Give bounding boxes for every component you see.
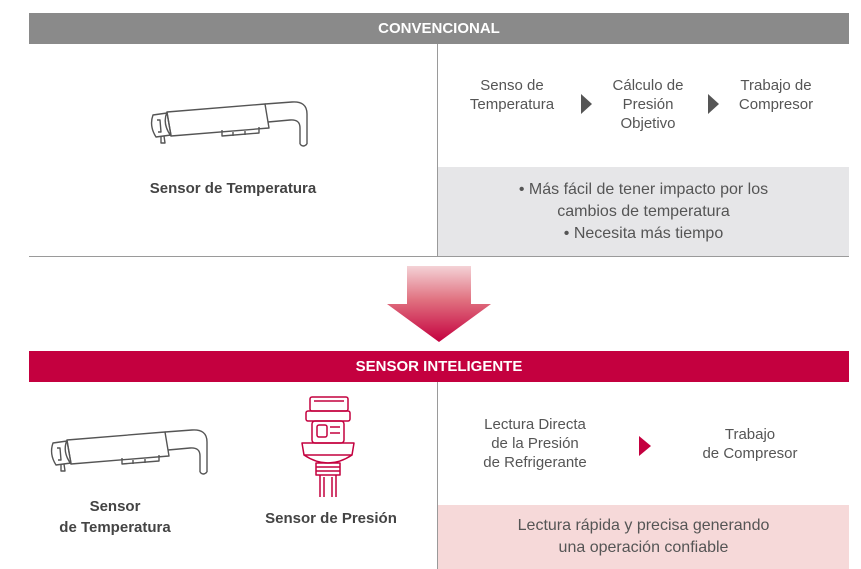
smart-pressure-caption: Sensor de Presión [265, 510, 397, 527]
conventional-notes: • Más fácil de tener impacto por los cam… [438, 167, 849, 256]
step-compressor-work: Trabajo de Compresor [738, 77, 814, 113]
temperature-sensor-icon [50, 429, 208, 475]
pressure-sensor-icon [301, 396, 355, 497]
step-arrow-icon [708, 94, 719, 114]
conventional-divider [437, 44, 438, 257]
step-arrow-icon [639, 436, 651, 456]
down-arrow-icon [387, 266, 491, 342]
smart-notes: Lectura rápida y precisa generando una o… [438, 505, 849, 569]
conventional-sensor-caption: Sensor de Temperatura [149, 180, 317, 197]
step-arrow-icon [581, 94, 592, 114]
smart-temperature-caption: Sensor de Temperatura [59, 498, 171, 536]
step-temperature-sensing: Senso de Temperatura [469, 77, 555, 113]
smart-sensor-banner: SENSOR INTELIGENTE [29, 351, 849, 382]
step-compressor-work-smart: Trabajo de Compresor [702, 426, 798, 462]
smart-sensor-banner-title: SENSOR INTELIGENTE [355, 358, 523, 375]
smart-divider [437, 382, 438, 569]
conventional-bottom-rule [29, 256, 849, 257]
step-direct-pressure-reading: Lectura Directa de la Presión de Refrige… [483, 416, 587, 471]
step-target-pressure-calculation: Cálculo de Presión Objetivo [612, 77, 684, 132]
conventional-banner: CONVENCIONAL [29, 13, 849, 44]
conventional-banner-title: CONVENCIONAL [378, 20, 500, 37]
temperature-sensor-icon [150, 101, 308, 147]
